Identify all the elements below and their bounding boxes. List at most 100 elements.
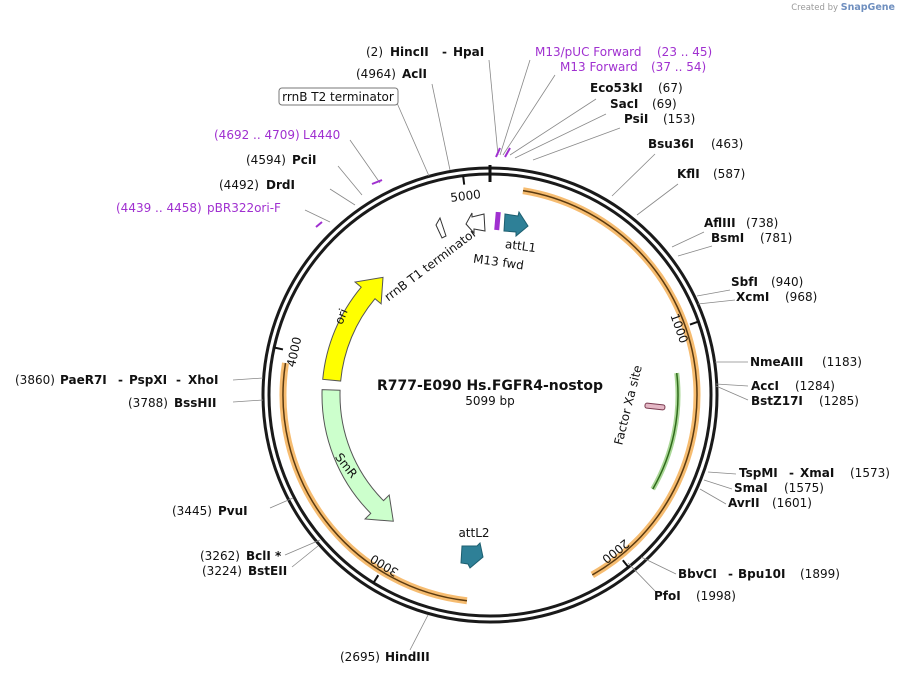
site-drdi: (4492)DrdI <box>219 178 295 192</box>
rrnb-t2-box <box>278 87 399 106</box>
primer-m13fwd-name: M13 Forward <box>560 60 638 74</box>
site-hincii: (2)HincII-HpaI <box>366 45 484 59</box>
leader-line-23 <box>269 497 294 509</box>
leader-line-14 <box>715 385 749 401</box>
leader-line-20 <box>409 614 429 651</box>
leader-line-21 <box>284 539 321 556</box>
snapgene-credit: Created by SnapGene <box>791 2 895 13</box>
tick-label-1000: 1000 <box>667 312 690 345</box>
leader-line-7 <box>636 183 679 216</box>
site-xcmi: XcmI(968) <box>736 290 817 304</box>
tick-mark-2000 <box>622 559 630 568</box>
leader-line-19 <box>627 562 657 593</box>
plasmid-name: R777-E090 Hs.FGFR4-nostop <box>377 378 603 394</box>
leader-line-18 <box>640 556 677 575</box>
plasmid-size: 5099 bp <box>465 394 515 408</box>
factor-xa-site <box>644 402 666 411</box>
site-pvui: (3445)PvuI <box>172 504 248 518</box>
leader-line-8 <box>671 231 705 248</box>
factor-xa-label: Factor Xa site <box>611 364 644 447</box>
ori-arrow-shape <box>322 276 384 382</box>
site-saci: SacI(69) <box>610 97 677 111</box>
leader-line-10 <box>696 289 731 297</box>
backbone-orf-line <box>282 362 468 602</box>
site-pcii: (4594)PciI <box>246 153 317 167</box>
leader-line-30 <box>349 139 381 184</box>
site-kfli: KflI(587) <box>677 167 745 181</box>
leader-line-11 <box>697 299 736 305</box>
primer-pbr322-name: pBR322ori-F <box>207 201 281 215</box>
primer-m13puc-name: M13/pUC Forward <box>535 45 642 59</box>
primer-m13puc-range: (23 .. 45) <box>657 45 712 59</box>
fgfr4-orf-line <box>522 189 698 576</box>
credit-prefix: Created by <box>791 3 839 13</box>
attl2-label: attL2 <box>458 526 489 540</box>
features-layer <box>279 187 701 605</box>
tick-label-5000: 5000 <box>450 187 482 205</box>
primer-mark-2 <box>371 179 383 185</box>
site-sbfi: SbfI(940) <box>731 275 803 289</box>
smr-arrow-shape <box>321 389 394 522</box>
leader-line-3 <box>509 98 597 156</box>
leader-line-2 <box>502 74 556 156</box>
rrnb-t1-arrow <box>435 216 447 239</box>
rrnb-t2-label: rrnB T2 terminator <box>282 90 394 104</box>
site-pfoi: PfoI(1998) <box>654 589 736 603</box>
leader-line-5 <box>532 127 621 161</box>
ori-label: ori <box>332 307 351 327</box>
leader-line-1 <box>499 59 531 156</box>
smr-arrow <box>321 389 394 522</box>
primer-m13fwd: M13 Forward (37 .. 54) <box>560 60 706 74</box>
leader-line-4 <box>514 113 607 159</box>
tick-mark-4000 <box>273 346 284 351</box>
primer-l4440-name: L4440 <box>303 128 340 142</box>
leader-line-29 <box>396 102 430 177</box>
site-bstz17i: BstZ17I(1285) <box>751 394 859 408</box>
tick-label-4000: 4000 <box>284 335 304 368</box>
primer-pbr322: (4439 .. 4458) pBR322ori-F <box>116 201 281 215</box>
leader-line-13 <box>715 383 749 387</box>
site-nmeaiii: NmeAIII(1183) <box>750 355 862 369</box>
site-bbvci: BbvCI-Bpu10I(1899) <box>678 567 840 581</box>
leader-line-27 <box>337 165 363 196</box>
factor-xa-region-line <box>652 373 679 490</box>
site-hindiii: (2695)HindIII <box>340 650 430 664</box>
site-acci: AccI(1284) <box>751 379 835 393</box>
leader-line-6 <box>611 153 656 197</box>
primer-mark-3 <box>315 221 323 228</box>
leader-line-9 <box>677 245 713 257</box>
m13-fwd-arrow <box>465 212 486 235</box>
primer-pbr322-range: (4439 .. 4458) <box>116 201 202 215</box>
site-acli: (4964)AclI <box>356 67 427 81</box>
tick-mark-1000 <box>689 320 699 326</box>
leader-line-28 <box>431 83 451 171</box>
site-eco53ki: Eco53kI(67) <box>590 81 683 95</box>
tick-mark-5000 <box>462 175 466 185</box>
primer-mark-0 <box>495 147 501 158</box>
leader-line-16 <box>703 479 733 490</box>
leader-line-31 <box>304 209 331 223</box>
m13-fwd-label: M13 fwd <box>472 252 524 273</box>
site-smai: SmaI(1575) <box>734 481 824 495</box>
tick-mark-3000 <box>372 574 380 584</box>
site-aflIII: AflIII(738) <box>704 216 778 230</box>
primer-l4440: (4692 .. 4709) L4440 <box>214 128 340 142</box>
primer-mark-1 <box>504 147 511 158</box>
m13-fwd-bar <box>494 211 501 231</box>
leader-line-0 <box>488 59 499 156</box>
leader-line-17 <box>699 488 727 505</box>
attl1-arrow <box>503 210 529 238</box>
leader-line-15 <box>707 471 737 475</box>
site-bsu36i: Bsu36I(463) <box>648 137 743 151</box>
ori-arrow <box>322 276 384 382</box>
site-bcli: (3262)BclI* <box>200 549 282 563</box>
leader-line-24 <box>232 399 264 403</box>
primer-m13fwd-range: (37 .. 54) <box>651 60 706 74</box>
attl1-label: attL1 <box>504 237 537 255</box>
site-psii: PsiI(153) <box>624 112 695 126</box>
primer-l4440-range: (4692 .. 4709) <box>214 128 300 142</box>
leaders-layer <box>232 59 749 651</box>
site-tspmi: TspMI-XmaI(1573) <box>739 466 890 480</box>
site-bsteii: (3224)BstEII <box>202 564 287 578</box>
